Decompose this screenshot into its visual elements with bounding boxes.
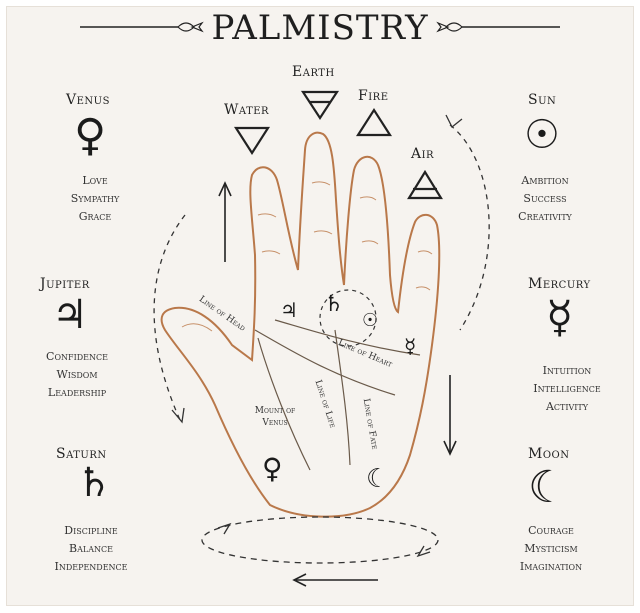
mercury-icon: ☿ <box>546 292 574 343</box>
jupiter-trait-3: Leadership <box>47 386 107 399</box>
hand-venus-icon: ♀ <box>262 452 283 485</box>
venus-icon: ♀ <box>74 110 107 161</box>
moon-icon: ☾ <box>528 462 568 513</box>
left-arrow-icon <box>292 573 307 587</box>
title-right-flourish-icon <box>436 21 463 33</box>
venus-traits: Love Sympathy Grace <box>40 172 150 226</box>
moon-trait-1: Courage <box>528 524 574 537</box>
right-arrowhead-icon <box>445 114 463 129</box>
saturn-icon: ♄ <box>76 460 112 506</box>
jupiter-icon: ♃ <box>52 292 88 338</box>
mount-of-venus-label: Mount of Venus <box>254 406 296 428</box>
jupiter-trait-1: Confidence <box>46 350 108 363</box>
mercury-trait-2: Intelligence <box>533 382 601 395</box>
sun-title: Sun <box>528 92 557 108</box>
saturn-trait-1: Discipline <box>64 524 118 537</box>
sun-icon: ☉ <box>524 112 560 158</box>
saturn-mount-dashed-circle <box>319 289 377 347</box>
element-earth-label: Earth <box>292 64 335 80</box>
moon-traits: Courage Mysticism Imagination <box>496 522 606 576</box>
sun-trait-2: Success <box>523 192 567 205</box>
sun-trait-3: Creativity <box>518 210 572 223</box>
bottom-dashed-ellipse <box>201 516 439 564</box>
element-air-label: Air <box>411 146 435 162</box>
venus-trait-2: Sympathy <box>70 192 120 205</box>
hand-sun-icon: ☉ <box>362 310 379 331</box>
air-triangle-icon <box>407 169 443 200</box>
mercury-traits: Intuition Intelligence Activity <box>512 362 622 416</box>
mercury-title: Mercury <box>528 276 591 292</box>
jupiter-title: Jupiter <box>40 276 90 292</box>
venus-trait-3: Grace <box>78 210 112 223</box>
moon-title: Moon <box>528 446 570 462</box>
sun-traits: Ambition Success Creativity <box>490 172 600 226</box>
sun-trait-1: Ambition <box>521 174 569 187</box>
hand-mercury-icon: ☿ <box>404 334 417 358</box>
jupiter-traits: Confidence Wisdom Leadership <box>22 348 132 402</box>
saturn-traits: Discipline Balance Independence <box>36 522 146 576</box>
palm-lines <box>254 319 421 471</box>
title-ornaments <box>80 21 560 33</box>
left-arrowhead-icon <box>171 407 185 424</box>
venus-title: Venus <box>66 92 110 108</box>
bottom-left-arrowhead-icon <box>217 522 232 535</box>
mercury-trait-3: Activity <box>545 400 589 413</box>
title-left-flourish-icon <box>177 21 204 33</box>
earth-triangle-icon <box>300 90 340 121</box>
water-triangle-icon <box>233 126 271 156</box>
bottom-right-arrowhead-icon <box>416 545 431 558</box>
hand-jupiter-icon: ♃ <box>280 298 298 322</box>
finger-creases <box>181 181 433 332</box>
saturn-title: Saturn <box>56 446 107 462</box>
moon-trait-2: Mysticism <box>524 542 578 555</box>
right-dashed-arc <box>449 124 490 331</box>
page-title: PALMISTRY <box>211 8 429 48</box>
mercury-trait-1: Intuition <box>542 364 592 377</box>
venus-trait-1: Love <box>82 174 108 187</box>
saturn-trait-3: Independence <box>54 560 128 573</box>
hand-outline <box>160 131 441 518</box>
moon-trait-3: Imagination <box>519 560 583 573</box>
jupiter-trait-2: Wisdom <box>56 368 98 381</box>
hand-moon-icon: ☾ <box>366 464 390 494</box>
saturn-trait-2: Balance <box>69 542 113 555</box>
diagram-frame <box>6 6 634 606</box>
fire-triangle-icon <box>355 107 393 137</box>
element-fire-label: Fire <box>358 88 389 104</box>
up-arrow-icon <box>218 181 232 197</box>
left-dashed-arc <box>153 214 186 421</box>
element-water-label: Water <box>224 102 270 118</box>
hand-saturn-icon: ♄ <box>324 292 344 317</box>
down-arrow-icon <box>443 440 457 456</box>
